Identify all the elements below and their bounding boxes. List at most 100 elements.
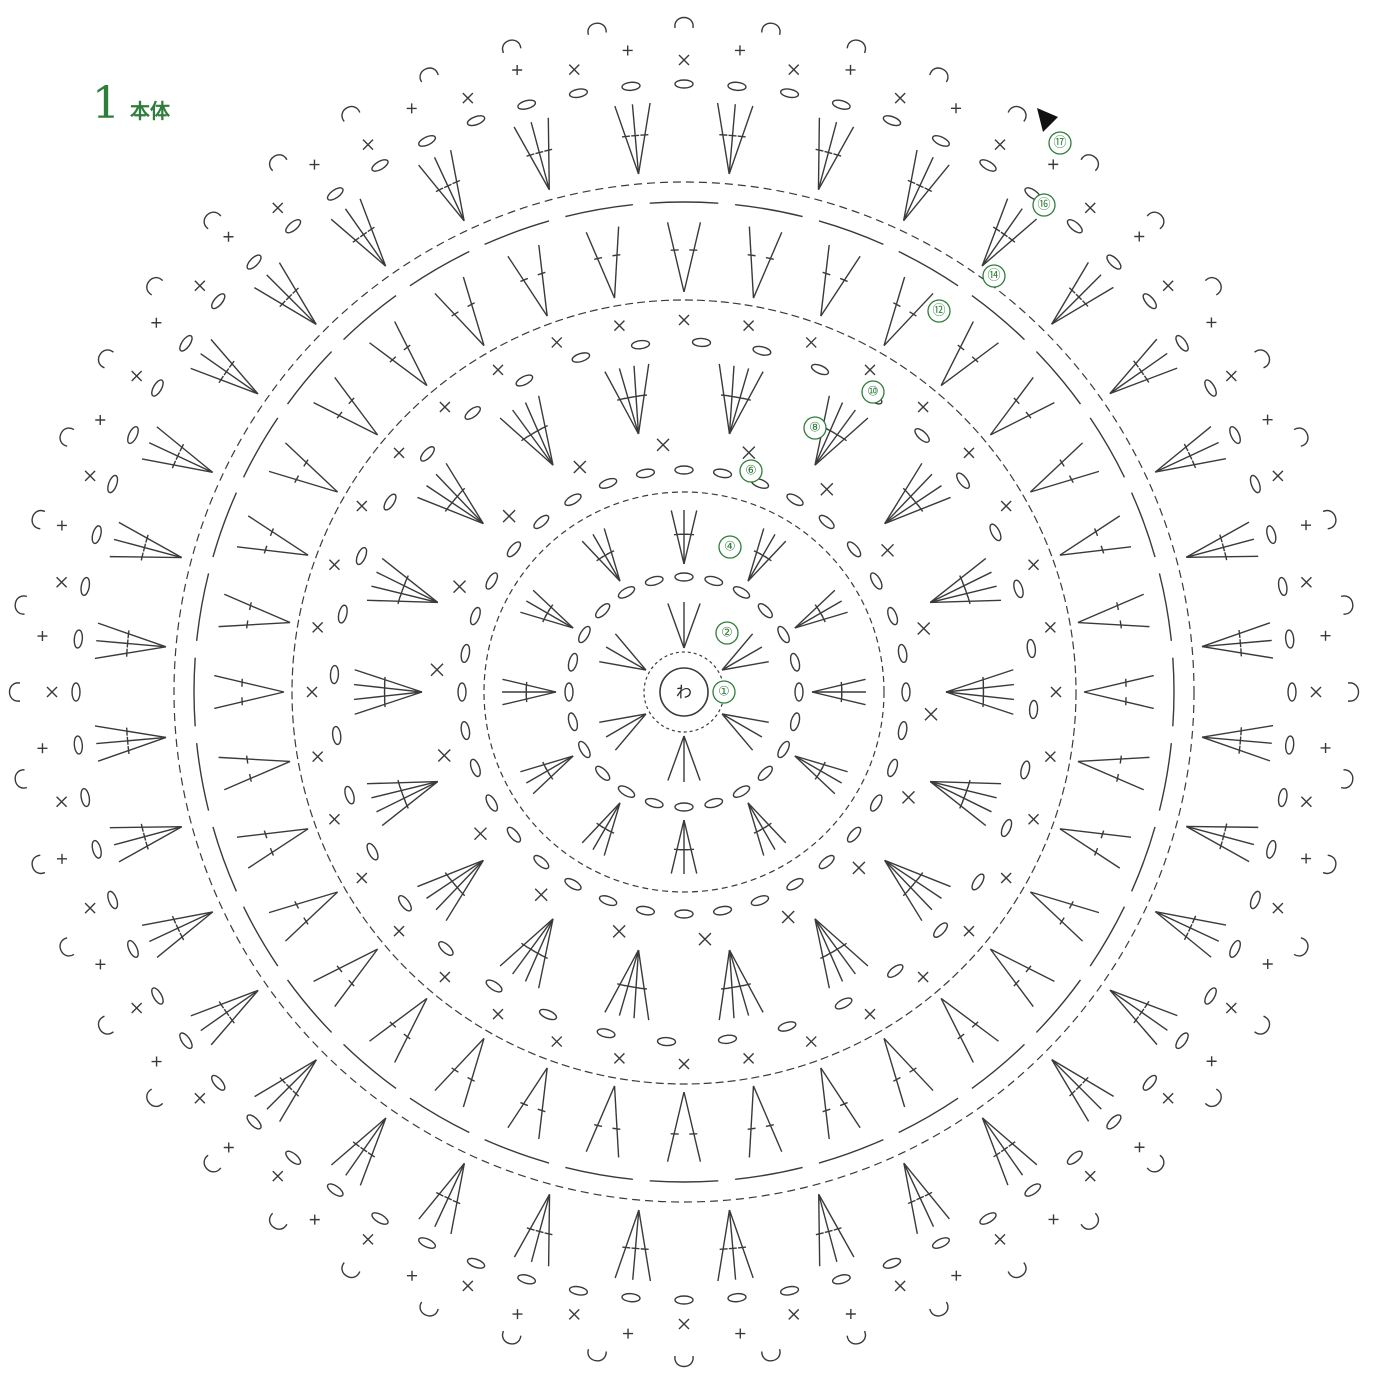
dc-bar [728, 987, 736, 988]
double-crochet [639, 103, 651, 174]
v-stitch [219, 757, 291, 761]
single-crochet [613, 925, 625, 937]
single-crochet [1273, 903, 1283, 913]
double-crochet [671, 820, 684, 874]
dc-bar [841, 694, 842, 702]
chain-stitch [810, 362, 830, 376]
single-crochet [743, 447, 755, 459]
double-crochet [1202, 647, 1273, 659]
single-crochet [806, 1037, 816, 1047]
chain-stitch [80, 788, 91, 807]
v-stitch [224, 594, 290, 622]
dc-bar [743, 984, 751, 986]
dc-bar [128, 746, 129, 754]
single-crochet [918, 402, 928, 412]
double-crochet [119, 522, 182, 557]
single-crochet [1163, 1093, 1173, 1103]
single-crochet [1273, 471, 1283, 481]
sc-back-loop [407, 103, 417, 113]
v-stitch [214, 676, 284, 692]
v-stitch [314, 403, 378, 435]
single-crochet [995, 1234, 1005, 1244]
sc-back-loop [1321, 631, 1331, 641]
single-crochet [789, 1309, 799, 1319]
picot [417, 65, 438, 82]
chain-stitch [713, 468, 732, 479]
chain-stitch [1288, 683, 1296, 701]
round-label-text: ⑩ [867, 385, 879, 400]
single-crochet [789, 65, 799, 75]
double-crochet [1155, 912, 1226, 925]
picot [1008, 103, 1029, 121]
round-label: ⑯ [1033, 194, 1055, 216]
v-stitch [586, 1086, 614, 1152]
chain-stitch [645, 797, 664, 809]
dc-bar [617, 398, 625, 400]
chain-stitch [466, 1256, 486, 1270]
v-stitch [990, 949, 1054, 981]
v-stitch [753, 1086, 781, 1152]
chain-stitch [106, 474, 120, 494]
single-crochet [902, 791, 914, 803]
double-crochet [818, 122, 836, 190]
v-stitch [684, 222, 700, 292]
v-stitch [586, 232, 614, 298]
chain-stitch [1065, 217, 1084, 235]
v-stitch [990, 949, 1033, 1006]
double-crochet [514, 1194, 549, 1257]
single-crochet [895, 93, 905, 103]
dc-bar [361, 1147, 368, 1152]
double-crochet [446, 463, 483, 523]
dc-bar [624, 397, 632, 399]
chain-stitch [704, 797, 723, 809]
chain-stitch [675, 803, 693, 811]
single-crochet [363, 140, 373, 150]
chain-arch [1036, 352, 1080, 405]
single-crochet [744, 321, 754, 331]
single-crochet [679, 55, 689, 65]
double-crochet [684, 820, 697, 874]
chain-stitch [418, 445, 436, 464]
chain-stitch [713, 905, 732, 916]
sc-back-loop [512, 1309, 522, 1319]
chain-arch [244, 418, 278, 477]
double-crochet [367, 782, 438, 784]
sc-back-loop [735, 45, 745, 55]
chain-stitch [91, 525, 103, 544]
double-crochet [1155, 459, 1226, 472]
single-crochet [454, 581, 466, 593]
double-crochet [1202, 726, 1273, 738]
center-ring-label: わ [676, 683, 692, 702]
picot-loop [143, 1089, 162, 1110]
chain-stitch [1248, 474, 1262, 494]
dc-bar [736, 985, 744, 987]
picot [95, 1016, 113, 1037]
v-stitch-bar [1117, 774, 1119, 782]
chain-stitch [505, 540, 523, 559]
picot [417, 1302, 438, 1319]
chain-stitch [469, 606, 483, 626]
chain-stitch [80, 577, 91, 596]
single-crochet [614, 1053, 624, 1063]
single-crochet [394, 448, 404, 458]
single-crochet [569, 1309, 579, 1319]
finish-arrow-icon [1037, 108, 1058, 132]
single-crochet [918, 622, 930, 634]
double-crochet [548, 118, 549, 190]
chain-arch [344, 1044, 397, 1088]
chain-stitch [332, 726, 342, 745]
picot-loop [587, 22, 606, 35]
double-crochet [668, 736, 684, 781]
chain-stitch [1174, 334, 1191, 353]
picot-loop [95, 1016, 113, 1037]
chain-stitch [245, 253, 263, 271]
picot-loop [14, 595, 27, 614]
chain-stitch [931, 1236, 951, 1251]
chain-stitch [484, 978, 503, 994]
dc-bar [674, 849, 682, 850]
chain-stitch [785, 492, 805, 508]
chain-arch [972, 296, 1025, 340]
chain-stitch [777, 1020, 797, 1033]
chain-stitch [284, 217, 303, 235]
picot [1147, 209, 1167, 229]
